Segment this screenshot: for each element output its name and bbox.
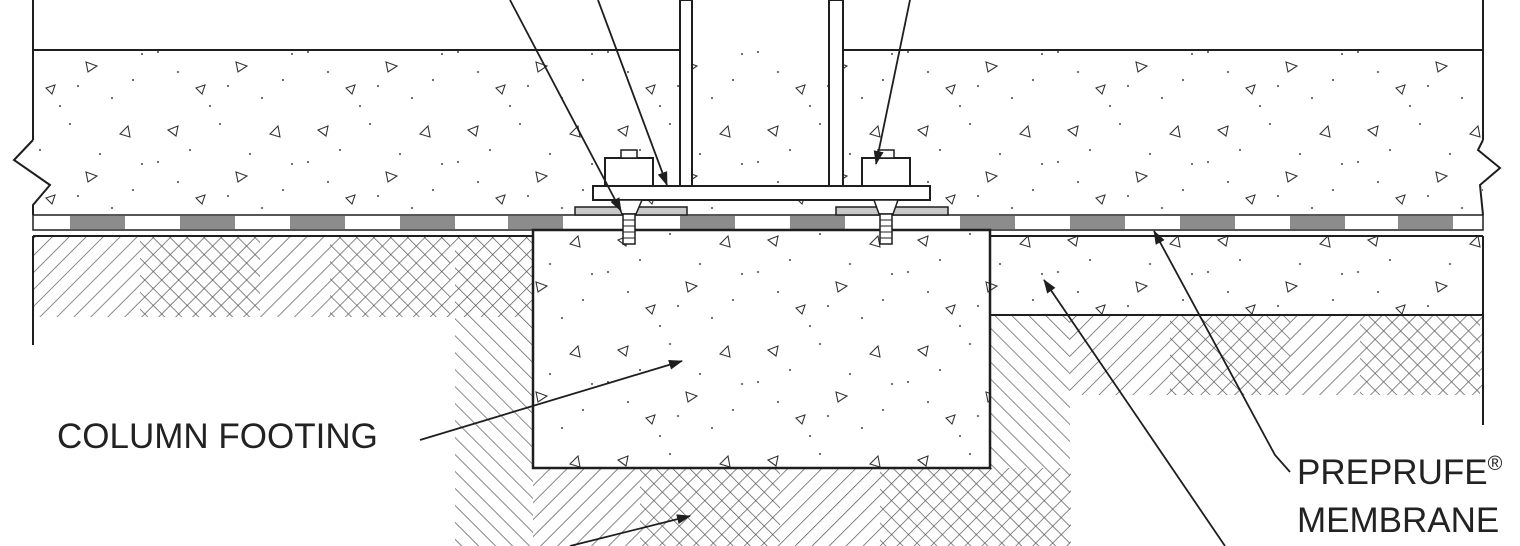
ground-lines [32,236,1484,425]
leader-column-footing [419,359,683,441]
slab-outline [12,0,1502,216]
leader-bolt-left [509,0,622,212]
column-footing-label: COLUMN FOOTING [57,417,378,456]
anchor-bolt-right [861,149,911,245]
leader-base-plate [597,0,668,186]
membrane-layer [32,214,1484,237]
earth-hatching [33,237,1482,546]
leader-membrane [1153,230,1291,473]
registered-mark: ® [1488,453,1503,475]
membrane-label-line1: PREPRUFE® [1297,453,1503,492]
leader-lines [419,0,1291,546]
leader-mud-slab [1043,279,1226,546]
leader-bolt-right [873,0,911,165]
anchor-bolt-left [604,149,654,245]
membrane-name: PREPRUFE [1297,453,1488,492]
membrane-label-line2: MEMBRANE [1297,501,1499,540]
leader-earth [569,514,691,546]
column-footing [531,228,992,470]
